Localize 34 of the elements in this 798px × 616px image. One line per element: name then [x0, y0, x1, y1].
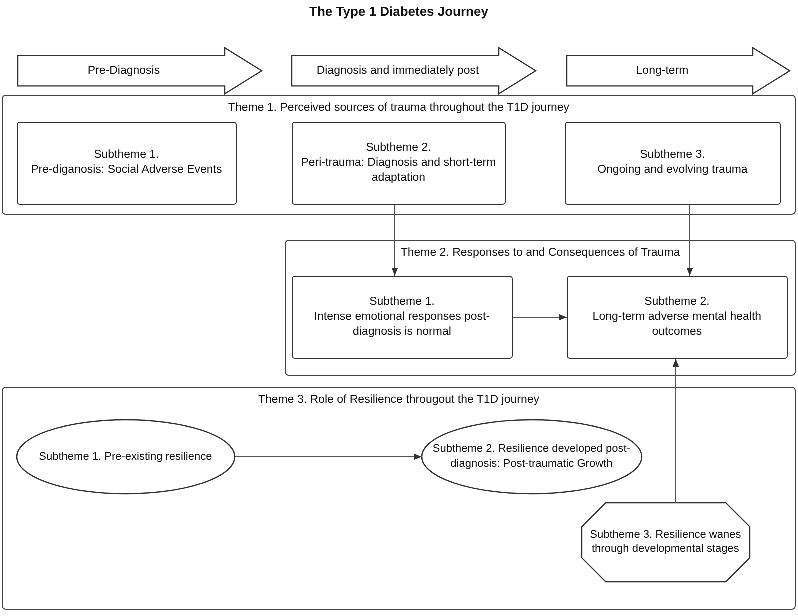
arrow — [234, 454, 422, 460]
subtheme-text: Subtheme 3. Ongoing and evolving trauma — [598, 148, 748, 178]
theme-title: Theme 3. Role of Resilience througout the T1D journey — [258, 393, 540, 408]
arrow — [392, 204, 398, 276]
stage-label: Pre-Diagnosis — [88, 64, 160, 78]
subtheme-box — [564, 122, 781, 205]
subtheme-text: Subtheme 3. Resilience wanes through developmental stages — [589, 528, 742, 556]
subtheme-text: Subtheme 1. Intense emotional responses post-diagnosis is normal — [313, 294, 492, 340]
theme-title: Theme 2. Responses to and Consequences of Trauma — [400, 246, 680, 261]
arrow — [512, 314, 568, 321]
subtheme-text: Subtheme 1. Pre-existing resilience — [39, 450, 212, 464]
stage-label: Diagnosis and immediately post — [316, 64, 480, 78]
subtheme-box — [566, 276, 788, 359]
subtheme-ellipse — [422, 420, 642, 494]
arrow — [686, 204, 694, 276]
diagram-title: The Type 1 Diabetes Journey — [308, 4, 490, 19]
subtheme-ellipse — [16, 420, 235, 494]
theme-title: Theme 1. Perceived sources of trauma throughout the T1D journey — [228, 101, 570, 116]
subtheme-octagon — [582, 502, 750, 582]
phase-banner — [18, 48, 262, 94]
theme-panel — [2, 95, 796, 215]
phase-banner — [292, 48, 536, 94]
theme-panel — [2, 387, 796, 610]
stage-label: Long-term — [636, 64, 689, 78]
subtheme-text: Subtheme 2. Resilience developed post-diagnosis: Post-traumatic Growth — [432, 442, 632, 471]
theme-panel — [285, 240, 796, 376]
subtheme-box — [292, 122, 506, 205]
subtheme-text: Subtheme 2. Peri-trauma: Diagnosis and short-term adaptation — [300, 140, 497, 186]
subtheme-text: Subtheme 2. Long-term adverse mental health outcomes — [592, 294, 763, 340]
subtheme-box — [16, 122, 237, 205]
subtheme-text: Subtheme 1. Pre-diganosis: Social Adverse Events — [31, 148, 222, 178]
subtheme-box — [292, 276, 513, 359]
arrow — [672, 358, 680, 504]
phase-banner — [567, 48, 790, 94]
